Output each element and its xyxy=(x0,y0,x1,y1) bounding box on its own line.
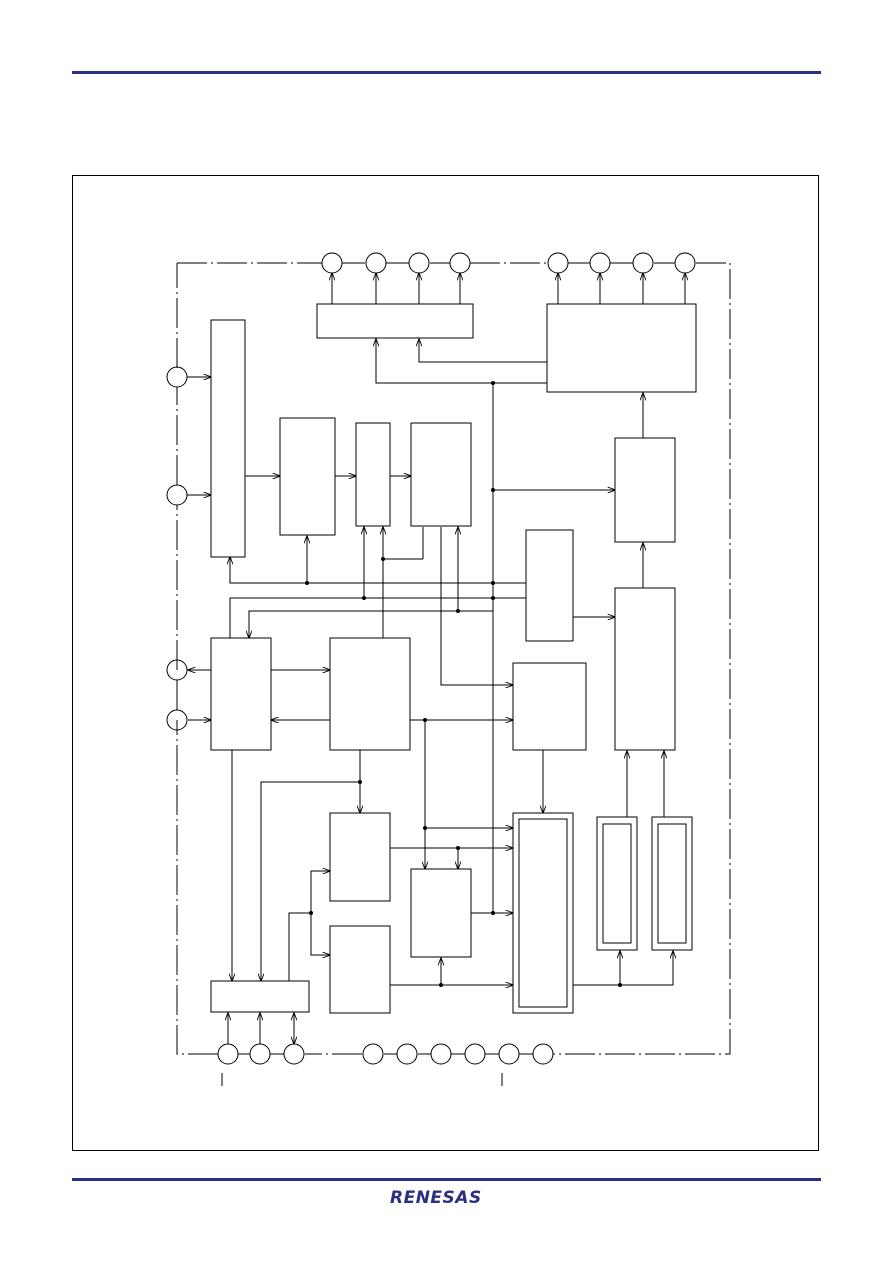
pin-bottom-6 xyxy=(430,1043,452,1065)
block-lower-1 xyxy=(329,812,391,902)
pin-top-1 xyxy=(321,252,343,274)
block-c xyxy=(410,422,472,527)
pins xyxy=(166,252,696,1065)
pin-left-1 xyxy=(166,366,188,388)
blocks xyxy=(210,303,697,1014)
block-mid-small xyxy=(525,529,574,642)
renesas-logo: RENESAS xyxy=(390,1188,482,1208)
pin-top-5 xyxy=(547,252,569,274)
block-mid-right xyxy=(512,662,587,751)
junction-dots xyxy=(305,381,622,987)
block-reg-1-inner xyxy=(602,823,632,944)
pin-top-3 xyxy=(408,252,430,274)
block-top-left-port xyxy=(316,303,474,339)
chip-boundary xyxy=(176,262,731,1055)
block-lower-mid xyxy=(410,868,472,958)
block-reg-2-inner xyxy=(657,823,687,944)
block-io-left xyxy=(210,637,272,751)
pin-bottom-1 xyxy=(217,1043,239,1065)
pin-top-4 xyxy=(449,252,471,274)
block-memory-inner xyxy=(518,818,568,1008)
pin-top-8 xyxy=(674,252,696,274)
block-a xyxy=(279,417,336,536)
block-b xyxy=(355,422,391,527)
pin-left-2 xyxy=(166,484,188,506)
block-reg-1-outer xyxy=(596,816,638,951)
block-reg-2-outer xyxy=(651,816,693,951)
block-memory-outer xyxy=(512,812,574,1014)
footer-rule xyxy=(72,1178,821,1181)
pin-bottom-4 xyxy=(362,1043,384,1065)
header-rule xyxy=(72,71,821,74)
pin-bottom-8 xyxy=(498,1043,520,1065)
block-center xyxy=(329,637,411,751)
block-right-tall xyxy=(614,587,676,751)
pin-bottom-3 xyxy=(283,1043,305,1065)
pin-bottom-9 xyxy=(532,1043,554,1065)
pin-left-4 xyxy=(166,709,188,731)
figure-frame xyxy=(72,175,819,1151)
pin-bottom-2 xyxy=(249,1043,271,1065)
block-top-right-port xyxy=(546,303,697,393)
logo-text: RENESAS xyxy=(390,1188,482,1208)
pin-top-6 xyxy=(589,252,611,274)
block-input-tall xyxy=(210,319,246,558)
pin-left-3 xyxy=(166,659,188,681)
connections xyxy=(187,273,685,1086)
block-right-upper xyxy=(614,437,676,543)
pin-top-2 xyxy=(365,252,387,274)
pin-bottom-5 xyxy=(396,1043,418,1065)
block-lower-2 xyxy=(329,925,391,1014)
block-bottom-bus xyxy=(210,980,310,1013)
pin-bottom-7 xyxy=(464,1043,486,1065)
pin-top-7 xyxy=(632,252,654,274)
